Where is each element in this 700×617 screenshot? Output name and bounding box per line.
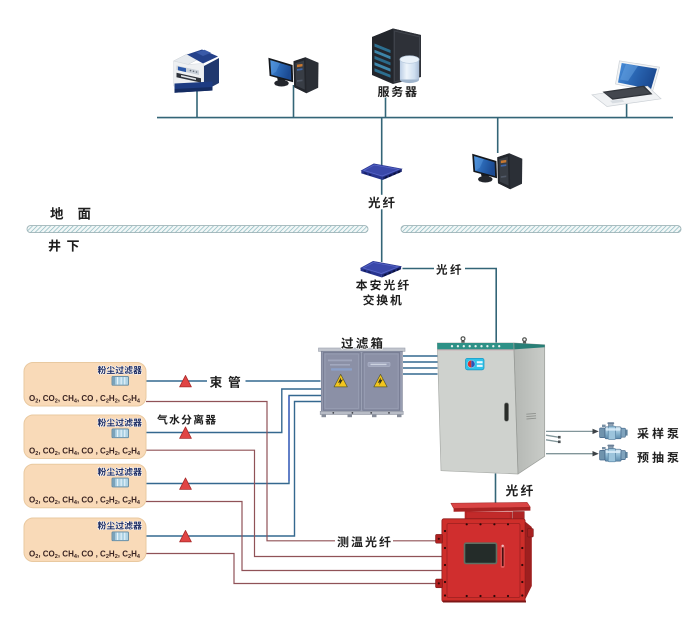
svg-text:O2, CO2, CH4, CO , C2H2, C2H4: O2, CO2, CH4, CO , C2H2, C2H4 — [29, 548, 141, 560]
svg-text:O2, CO2, CH4, CO , C2H2, C2H4: O2, CO2, CH4, CO , C2H2, C2H4 — [29, 445, 141, 457]
svg-text:O2, CO2, CH4, CO , C2H2, C2H4: O2, CO2, CH4, CO , C2H2, C2H4 — [29, 495, 141, 507]
svg-text:O2, CO2, CH4, CO , C2H2, C2H4: O2, CO2, CH4, CO , C2H2, C2H4 — [29, 393, 141, 405]
